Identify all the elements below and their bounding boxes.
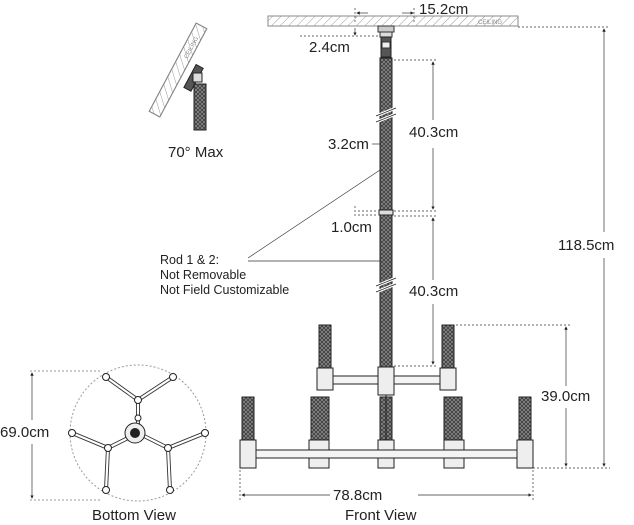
lower-tier (239, 395, 534, 469)
slope-max-caption: 70° Max (168, 144, 224, 161)
bottom-view-caption: Bottom View (92, 507, 176, 524)
sloped-ceiling-detail: CEILING (148, 22, 208, 131)
rod-1-length-label: 40.3cm (409, 124, 459, 141)
rod-2-length-label: 40.3cm (409, 283, 459, 300)
rod-note-line-3: Not Field Customizable (160, 283, 290, 297)
rod-diameter-label: 3.2cm (328, 136, 369, 153)
rod-note-line-2: Not Removable (160, 268, 247, 282)
fixture-height-label: 39.0cm (541, 388, 591, 405)
bottom-diameter-label: 69.0cm (0, 424, 50, 441)
rod-1 (375, 57, 397, 211)
rod-coupling (378, 209, 394, 216)
front-view-caption: Front View (345, 507, 417, 524)
coupling-gap-label: 1.0cm (331, 219, 372, 236)
canopy-width-label: 15.2cm (419, 1, 469, 18)
rod-note: Rod 1 & 2: Not Removable Not Field Custo… (160, 253, 289, 298)
rod-2 (375, 214, 397, 368)
canopy (377, 25, 395, 58)
dimension-lines (239, 8, 610, 500)
ceiling-label: CEILING (478, 20, 502, 26)
overall-height-label: 118.5cm (558, 237, 615, 254)
rod-note-line-1: Rod 1 & 2: (160, 253, 220, 267)
bottom-view (30, 364, 209, 502)
canopy-depth-label: 2.4cm (309, 39, 350, 56)
ceiling: CEILING (267, 15, 519, 27)
overall-width-label: 78.8cm (333, 487, 383, 504)
